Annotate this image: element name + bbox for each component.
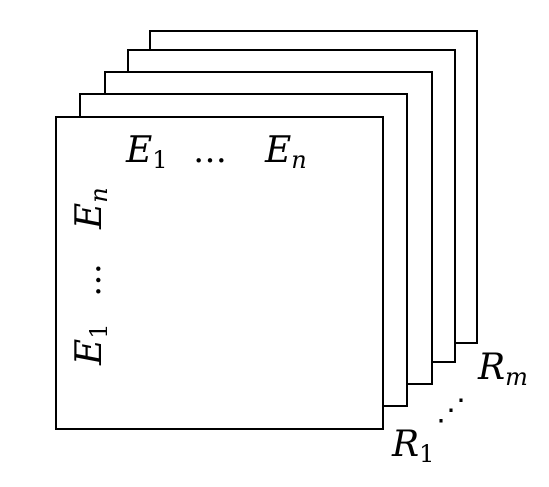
svg-text:E1: E1 (69, 323, 113, 366)
svg-text:En: En (69, 187, 113, 230)
row-label-first: E1 (69, 323, 113, 366)
row-label-last: En (69, 187, 113, 230)
relation-ellipsis: ⋰ (436, 393, 466, 428)
svg-text:…: … (69, 263, 109, 297)
column-label-first: E1 (125, 130, 168, 174)
row-ellipsis: … (69, 263, 109, 297)
column-ellipsis: … (193, 131, 227, 171)
relation-label-first: R1 (391, 424, 434, 468)
column-label-last: En (264, 130, 307, 174)
relation-label-last: Rm (477, 347, 528, 391)
relation-layer-front (55, 116, 384, 430)
